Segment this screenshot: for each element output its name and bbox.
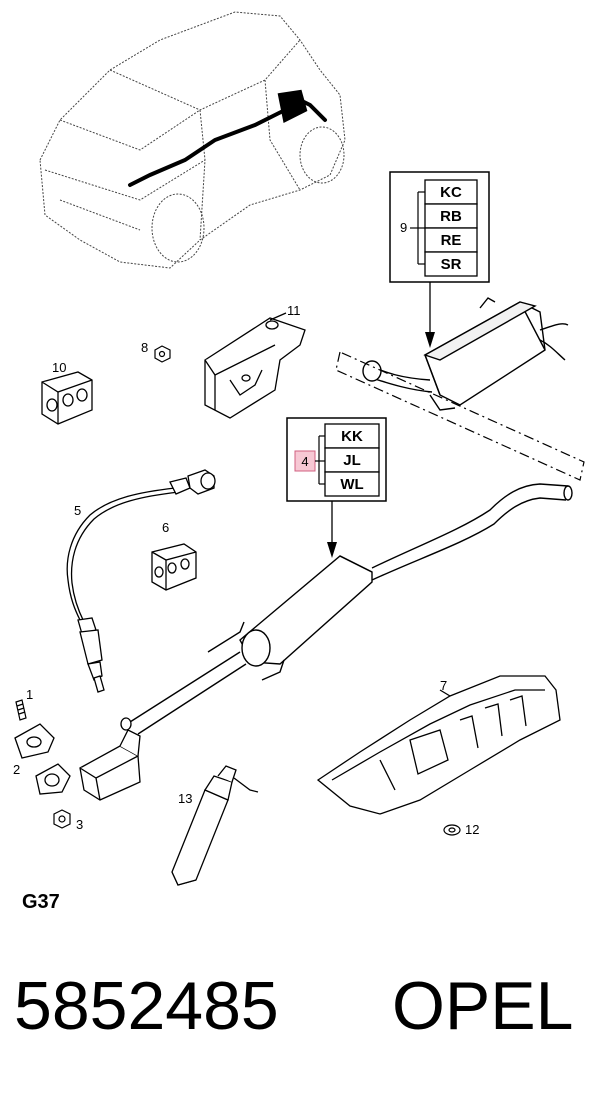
- callout-11: 11: [287, 303, 301, 318]
- code-box-9: KC RB RE SR 9: [389, 171, 490, 348]
- code-9-kc: KC: [440, 184, 462, 201]
- code-box-4: KK JL WL 4: [286, 417, 387, 558]
- front-pipe-middle-silencer: [129, 483, 573, 735]
- nut-3: [53, 809, 71, 829]
- callout-7: 7: [440, 678, 447, 693]
- code-9-re: RE: [441, 232, 462, 249]
- code-4-wl: WL: [340, 476, 363, 493]
- rubber-mounting-10: [41, 371, 93, 425]
- oxygen-sensor-5: [66, 469, 216, 693]
- sealant-tube-13: [171, 765, 259, 886]
- rubber-mounting-6: [151, 543, 197, 591]
- code-9-sr: SR: [441, 256, 462, 273]
- callout-3: 3: [76, 817, 83, 832]
- callout-10: 10: [52, 360, 66, 375]
- callout-2: 2: [13, 762, 20, 777]
- diagram-ref-label: G37: [22, 891, 60, 913]
- callout-1: 1: [26, 687, 33, 702]
- callout-4: 4: [301, 454, 308, 469]
- car-exhaust-highlight: [128, 89, 327, 187]
- part-number: 5852485: [14, 968, 279, 1044]
- brand-name: OPEL: [392, 968, 574, 1044]
- callout-12: 12: [465, 822, 479, 837]
- gasket-2: [14, 723, 71, 795]
- heat-shield-11: [204, 312, 306, 419]
- callout-9: 9: [400, 220, 407, 235]
- callout-5: 5: [74, 503, 81, 518]
- rear-silencer: [362, 297, 569, 411]
- catalytic-converter: [79, 717, 141, 801]
- car-illustration: [39, 11, 346, 269]
- callout-13: 13: [178, 791, 192, 806]
- code-4-kk: KK: [341, 428, 363, 445]
- callout-6: 6: [162, 520, 169, 535]
- heat-shield-7: [316, 675, 561, 815]
- nut-8: [154, 345, 171, 363]
- centre-line-dashed: [335, 351, 585, 481]
- code-4-jl: JL: [343, 452, 361, 469]
- code-9-rb: RB: [440, 208, 462, 225]
- callout-8: 8: [141, 340, 148, 355]
- washer-12: [443, 824, 461, 836]
- stud-1: [15, 699, 27, 721]
